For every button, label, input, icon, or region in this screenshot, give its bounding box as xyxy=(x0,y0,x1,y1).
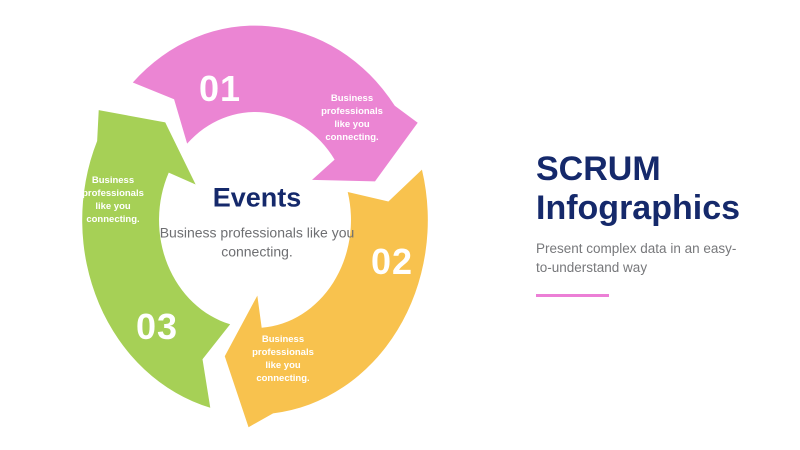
step-1-label: Business professionals like you connecti… xyxy=(321,93,383,143)
diagram-center-subtitle: Business professionals like you connecti… xyxy=(159,224,355,260)
cycle-arrows-graphic xyxy=(75,18,435,435)
step-3-label: Business professionals like you connecti… xyxy=(82,175,144,225)
cycle-arrow-3 xyxy=(75,102,237,416)
step-1-number: 01 xyxy=(198,68,242,109)
step-3-number: 03 xyxy=(135,306,179,347)
cycle-arrow-2 xyxy=(218,162,435,435)
diagram-center-label: Events Business professionals like you c… xyxy=(157,183,357,262)
step-2-label: Business professionals like you connecti… xyxy=(252,334,314,384)
diagram-center-title: Events xyxy=(212,182,302,213)
side-panel: SCRUM Infographics Present complex data … xyxy=(536,150,786,297)
accent-divider xyxy=(536,294,609,297)
page-title: SCRUM Infographics xyxy=(536,150,741,227)
cycle-arrow-1 xyxy=(126,18,425,189)
step-2-number: 02 xyxy=(370,241,414,282)
cycle-diagram: 01 02 03 Business professionals like you… xyxy=(75,18,435,435)
page-subtitle: Present complex data in an easy-to-under… xyxy=(536,241,737,275)
